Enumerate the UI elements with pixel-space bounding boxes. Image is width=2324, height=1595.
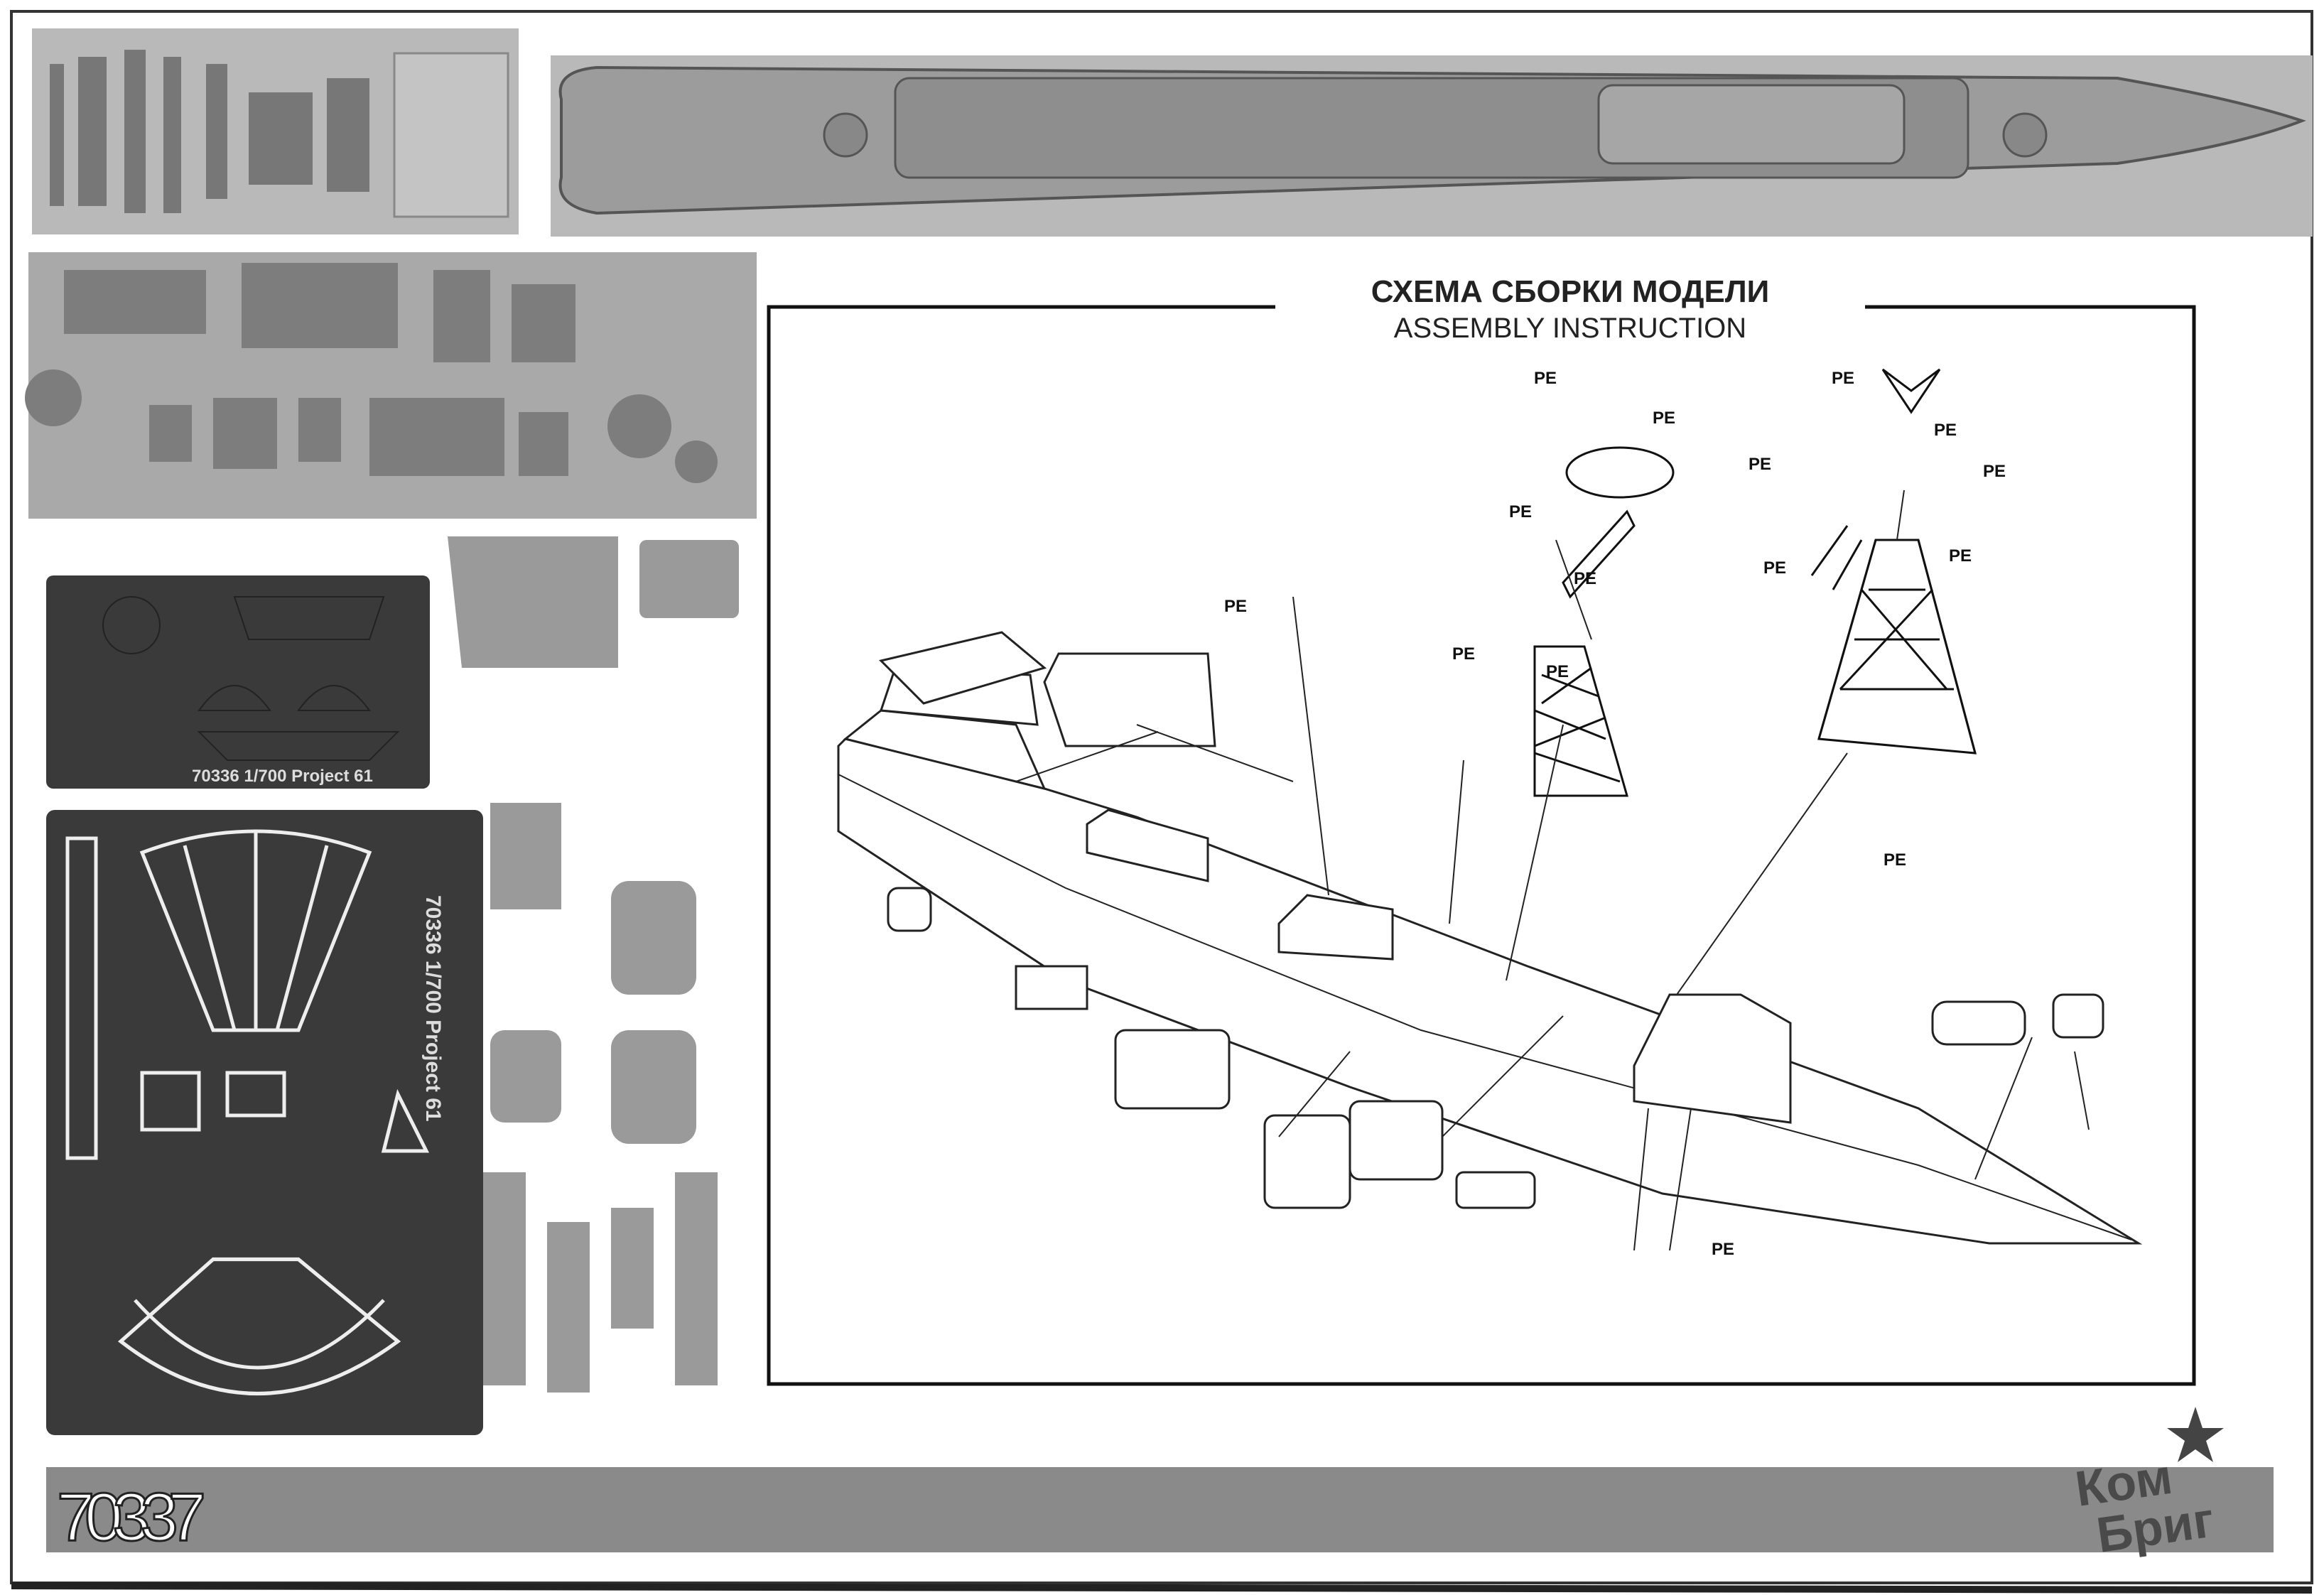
product-code: 70337: [57, 1479, 206, 1555]
pe-callout-label: PE: [1574, 569, 1596, 588]
gun-turret: [2052, 993, 2104, 1039]
pe-callout-label: PE: [1653, 409, 1675, 428]
assembly-diagram: СХЕМА СБОРКИ МОДЕЛИ ASSEMBLY INSTRUCTION: [767, 274, 2196, 1386]
pe-callout-label: PE: [1983, 462, 2006, 481]
bridge: [1633, 993, 1792, 1124]
title-russian: СХЕМА СБОРКИ МОДЕЛИ: [1371, 274, 1770, 309]
pe-callout-label: PE: [1224, 597, 1247, 616]
radar-star: [1881, 368, 1941, 414]
small-parts-photo: [448, 536, 739, 1393]
radar-antenna: [1562, 446, 1863, 599]
photo-etch-fret-small: 70336 1/700 Project 61: [46, 575, 430, 789]
hull-photo: [551, 55, 2313, 237]
pe-callout-label: PE: [1509, 502, 1532, 521]
sprue-photo-large: [25, 252, 757, 519]
pe-callout-label: PE: [1949, 546, 1972, 566]
sprue-photo-small: [32, 28, 519, 234]
lattice-mast-aft: [1533, 645, 1628, 797]
pe-callout-label: PE: [1452, 644, 1475, 664]
hangar-deck: [1043, 652, 1216, 747]
footer: 70337 Ком Бриг: [46, 1407, 2274, 1563]
pe-callout-label: PE: [1883, 850, 1906, 870]
pe-callout-label: PE: [1832, 369, 1854, 388]
pe-callout-label: PE: [1749, 455, 1771, 474]
small-fret-marking: 70336 1/700 Project 61: [192, 767, 373, 786]
boat: [1455, 1171, 1536, 1209]
pe-callout-label: PE: [1534, 369, 1557, 388]
page-border: [10, 10, 2313, 1584]
bottom-rule: [11, 1582, 2313, 1594]
large-fret-marking: 70336 1/700 Project 61: [421, 895, 445, 1122]
pe-callout-label: PE: [1546, 662, 1569, 681]
svg-text:Ком: Ком: [2072, 1449, 2176, 1517]
photo-etch-fret-large: 70336 1/700 Project 61: [46, 810, 483, 1435]
lattice-mast-fore: [1817, 539, 1977, 755]
deck-panel: [879, 631, 1047, 705]
pe-callout-label: PE: [1712, 1240, 1734, 1259]
pe-callout-label: PE: [1934, 421, 1957, 440]
pe-callout-label: PE: [1763, 558, 1786, 578]
launcher-cover: [1114, 1029, 1231, 1110]
superstructure-mid: [1277, 894, 1394, 961]
title-english: ASSEMBLY INSTRUCTION: [1394, 313, 1746, 344]
pe-labels: PE PE PE PE PE PE PE PE PE PE PE PE PE PE PE: [1224, 369, 2006, 1259]
footer-bar: [46, 1467, 2274, 1552]
assembly-arrows: [1015, 490, 2090, 1251]
